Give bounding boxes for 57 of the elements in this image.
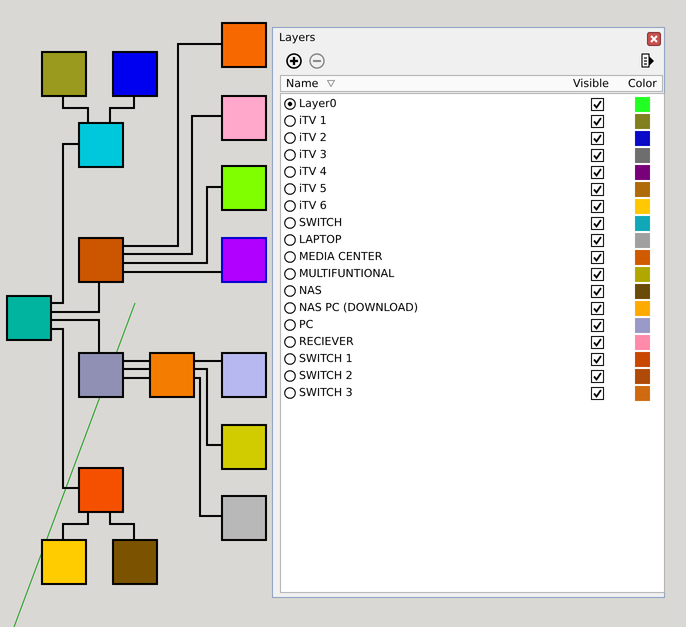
device-box	[78, 122, 124, 168]
connector-line	[195, 368, 221, 446]
layer-name: iTV 3	[299, 148, 327, 161]
layer-name: iTV 5	[299, 182, 327, 195]
device-box	[149, 352, 195, 398]
connector-line	[124, 186, 221, 264]
device-box	[6, 295, 52, 341]
layer-name: iTV 2	[299, 131, 327, 144]
connector-line	[195, 360, 221, 362]
device-box	[221, 495, 267, 541]
device-box	[78, 352, 124, 398]
connector-line	[52, 328, 78, 489]
layer-name: SWITCH 3	[299, 386, 353, 399]
connector-line	[124, 115, 221, 255]
connector-line	[124, 377, 149, 379]
layer-name: MULTIFUNTIONAL	[299, 267, 394, 280]
column-header: Name	[286, 77, 318, 90]
column-header: Visible	[573, 77, 609, 90]
connector-line	[109, 513, 135, 539]
device-box	[221, 22, 267, 68]
device-box	[221, 95, 267, 141]
device-box	[221, 237, 267, 283]
connector-line	[124, 271, 221, 273]
connector-line	[124, 43, 221, 247]
device-box	[221, 424, 267, 470]
device-box	[41, 539, 87, 585]
layer-name: NAS PC (DOWNLOAD)	[299, 301, 418, 314]
layer-name: NAS	[299, 284, 322, 297]
layer-name: SWITCH 2	[299, 369, 353, 382]
connector-line	[124, 360, 149, 362]
layer-name: PC	[299, 318, 314, 331]
device-box	[112, 539, 158, 585]
layer-name: iTV 1	[299, 114, 327, 127]
device-box	[78, 237, 124, 283]
device-box	[41, 51, 87, 97]
device-box	[221, 165, 267, 211]
connector-line	[52, 143, 78, 304]
connector-line	[124, 368, 149, 370]
device-box	[112, 51, 158, 97]
layer-name: RECIEVER	[299, 335, 354, 348]
connector-line	[52, 283, 100, 313]
panel-title: Layers	[279, 31, 316, 44]
layer-name: SWITCH	[299, 216, 342, 229]
connector-line	[195, 377, 221, 517]
layer-name: SWITCH 1	[299, 352, 353, 365]
layer-name: MEDIA CENTER	[299, 250, 382, 263]
device-box	[78, 467, 124, 513]
layer-name: iTV 4	[299, 165, 327, 178]
connector-line	[62, 97, 89, 122]
column-header: Color	[628, 77, 657, 90]
connector-line	[109, 97, 135, 122]
layer-name: Layer0	[299, 97, 337, 110]
device-box	[221, 352, 267, 398]
connector-line	[52, 319, 100, 352]
layer-name: LAPTOP	[299, 233, 342, 246]
layer-name: iTV 6	[299, 199, 327, 212]
connector-line	[62, 513, 89, 539]
